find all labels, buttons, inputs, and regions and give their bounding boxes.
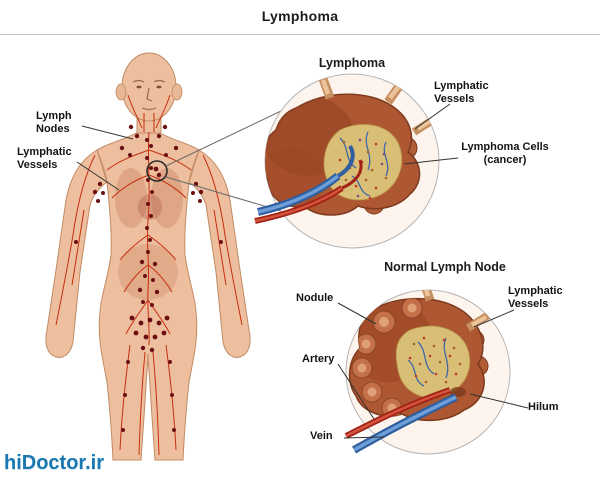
normal-node-illustration <box>344 289 511 455</box>
body-lymphatic-vessels-label: Lymphatic Vessels <box>17 146 72 171</box>
lymphoma-node-illustration <box>254 73 440 249</box>
lymphoma-cells-label: Lymphoma Cells (cancer) <box>461 141 549 166</box>
watermark: hiDoctor.ir <box>4 452 105 474</box>
head <box>121 52 177 122</box>
lymph-node-dots <box>74 124 223 432</box>
normal-inset-lymphatic-vessels-label: Lymphatic Vessels <box>508 285 563 310</box>
hilum-label: Hilum <box>528 401 559 413</box>
title-divider <box>0 34 600 35</box>
organ-shading <box>115 168 183 300</box>
artery-label: Artery <box>302 353 335 365</box>
normal-medulla <box>395 325 471 398</box>
normal-inset-vessels <box>344 387 458 454</box>
right-ear <box>171 83 183 101</box>
normal-inset-title: Normal Lymph Node <box>384 260 506 274</box>
nodule-label: Nodule <box>296 292 334 304</box>
leader-lines <box>76 103 529 439</box>
lymphoma-inset-lymphatic-vessels-label: Lymphatic Vessels <box>434 80 489 105</box>
left-arm <box>45 149 108 358</box>
left-ear <box>115 83 127 101</box>
vein-label: Vein <box>310 430 333 442</box>
right-arm <box>188 149 251 358</box>
body-lymph-nodes-label: Lymph Nodes <box>36 110 72 135</box>
body-figure <box>45 52 251 461</box>
page-title: Lymphoma <box>261 8 339 24</box>
face-features <box>132 79 166 111</box>
lymphoma-inset-vessels <box>254 144 363 224</box>
normal-medulla-speckles <box>408 336 462 384</box>
highlight-circle <box>146 160 168 182</box>
lymphatic-vessel-stubs-bottom-inset <box>419 290 493 332</box>
zoom-connector-lines <box>165 110 282 212</box>
lymphoma-inset-title: Lymphoma <box>318 56 386 70</box>
